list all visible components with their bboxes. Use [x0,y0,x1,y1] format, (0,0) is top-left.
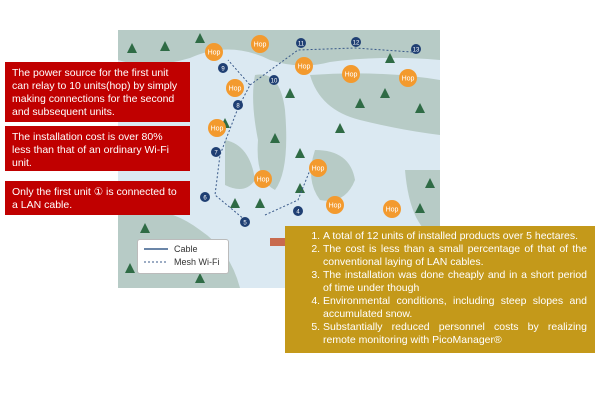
tree-icon [385,53,395,63]
tree-icon [415,103,425,113]
unit-marker-13: 13 [411,44,421,54]
svg-text:Hop: Hop [257,177,270,184]
legend-mesh: Mesh Wi-Fi [174,257,220,267]
hop-badge: Hop [309,159,327,177]
hop-badge: Hop [342,65,360,83]
svg-text:4: 4 [296,210,300,216]
svg-text:Hop: Hop [229,86,242,93]
svg-text:Hop: Hop [211,126,224,133]
unit-marker-4: 4 [293,206,303,216]
unit-marker-10: 10 [269,75,279,85]
tree-icon [380,88,390,98]
callout-cost: The installation cost is over 80% less t… [5,126,190,171]
unit-marker-5: 5 [240,217,250,227]
svg-text:Hop: Hop [208,50,221,57]
benefit-item: Environmental conditions, including stee… [323,295,587,321]
svg-text:9: 9 [221,67,225,73]
legend-cable: Cable [174,244,198,254]
hop-badge: Hop [208,119,226,137]
callout-relay: The power source for the first unit can … [5,62,190,122]
svg-text:Hop: Hop [254,42,267,49]
svg-text:13: 13 [413,48,420,54]
unit-marker-9: 9 [218,63,228,73]
hop-badge: Hop [205,43,223,61]
tree-icon [140,223,150,233]
tree-icon [255,198,265,208]
benefit-item: Substantially reduced personnel costs by… [323,321,587,347]
tree-icon [295,148,305,158]
callout-lan: Only the first unit ① is connected to a … [5,181,190,215]
svg-text:5: 5 [243,221,247,227]
hop-badge: Hop [254,170,272,188]
svg-text:8: 8 [236,104,240,110]
tree-icon [335,123,345,133]
svg-text:Hop: Hop [298,64,311,71]
svg-text:Hop: Hop [329,203,342,210]
benefit-item: The installation was done cheaply and in… [323,269,587,295]
hop-badge: Hop [399,69,417,87]
tree-icon [355,98,365,108]
tree-icon [160,41,170,51]
svg-text:11: 11 [298,42,305,48]
unit-markers: 4 5 6 7 8 9 10 11 12 13 [200,37,421,227]
tree-icon [127,43,137,53]
tree-icon [415,203,425,213]
unit-marker-12: 12 [351,37,361,47]
tree-icons [125,33,435,283]
unit-marker-7: 7 [211,147,221,157]
tree-icon [295,183,305,193]
tree-icon [195,273,205,283]
tree-icon [125,263,135,273]
svg-text:Hop: Hop [386,207,399,214]
map-legend: Cable Mesh Wi-Fi [137,239,229,274]
tree-icon [195,33,205,43]
svg-text:7: 7 [214,151,218,157]
svg-text:12: 12 [353,41,360,47]
tree-icon [285,88,295,98]
hop-badge: Hop [383,200,401,218]
svg-text:Hop: Hop [345,72,358,79]
svg-text:10: 10 [271,79,278,85]
svg-text:Hop: Hop [402,76,415,83]
hop-badge: Hop [226,79,244,97]
hop-badge: Hop [326,196,344,214]
benefit-item: A total of 12 units of installed product… [323,230,587,243]
svg-text:Hop: Hop [312,166,325,173]
unit-marker-8: 8 [233,100,243,110]
hop-badge: Hop [295,57,313,75]
unit-marker-11: 11 [296,38,306,48]
benefits-list: A total of 12 units of installed product… [285,226,595,353]
unit-marker-6: 6 [200,192,210,202]
benefit-item: The cost is less than a small percentage… [323,243,587,269]
tree-icon [270,133,280,143]
hop-badge: Hop [251,35,269,53]
svg-text:6: 6 [203,196,207,202]
tree-icon [425,178,435,188]
tree-icon [230,198,240,208]
